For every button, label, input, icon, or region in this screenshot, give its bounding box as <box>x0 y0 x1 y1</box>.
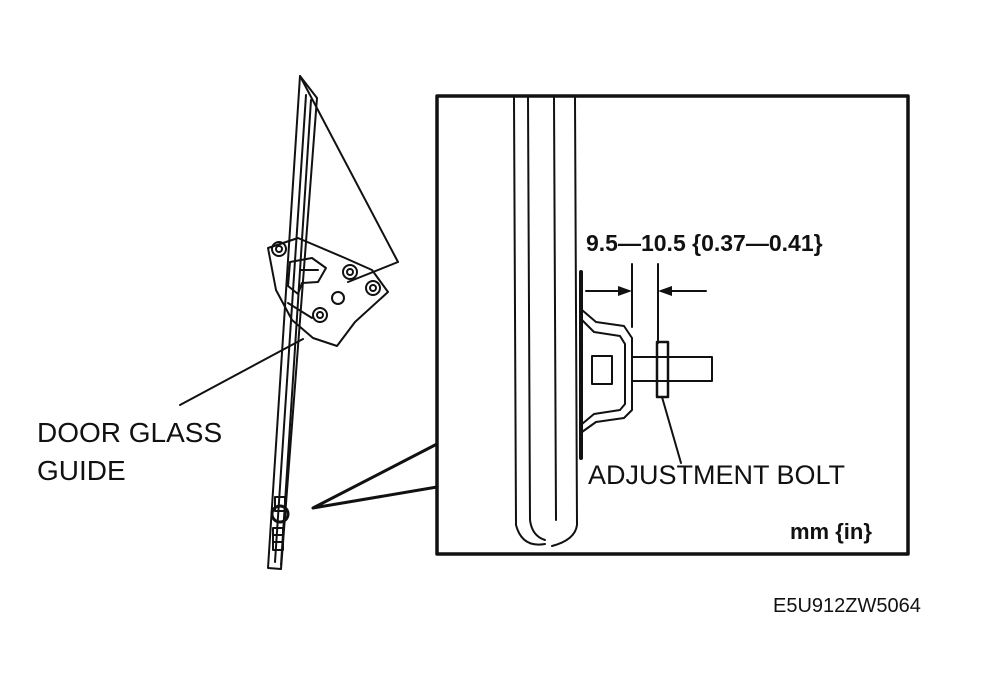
callout-pointer <box>311 442 439 510</box>
door-glass-guide-label-line1: DOOR GLASS <box>37 417 223 448</box>
door-glass-guide-rail <box>267 75 399 570</box>
guide-bracket-detail <box>581 309 633 433</box>
figure-code: E5U912ZW5064 <box>773 595 921 617</box>
unit-label: mm {in} <box>790 519 872 544</box>
dimension-arrow-left <box>618 286 632 296</box>
guide-leader-line <box>179 338 304 406</box>
dimension-arrow-right <box>658 286 672 296</box>
door-glass-guide-label: DOOR GLASS GUIDE <box>37 414 222 490</box>
regulator-bracket <box>267 237 389 347</box>
door-glass-guide-label-line2: GUIDE <box>37 455 126 486</box>
dimension-label: 9.5—10.5 {0.37—0.41} <box>586 230 823 256</box>
adjustment-bolt-detail <box>631 340 713 464</box>
adjustment-bolt-label: ADJUSTMENT BOLT <box>588 460 846 490</box>
dimension-marker <box>585 263 707 344</box>
detail-box-frame <box>435 94 910 556</box>
glass-edge-detail <box>513 97 583 547</box>
